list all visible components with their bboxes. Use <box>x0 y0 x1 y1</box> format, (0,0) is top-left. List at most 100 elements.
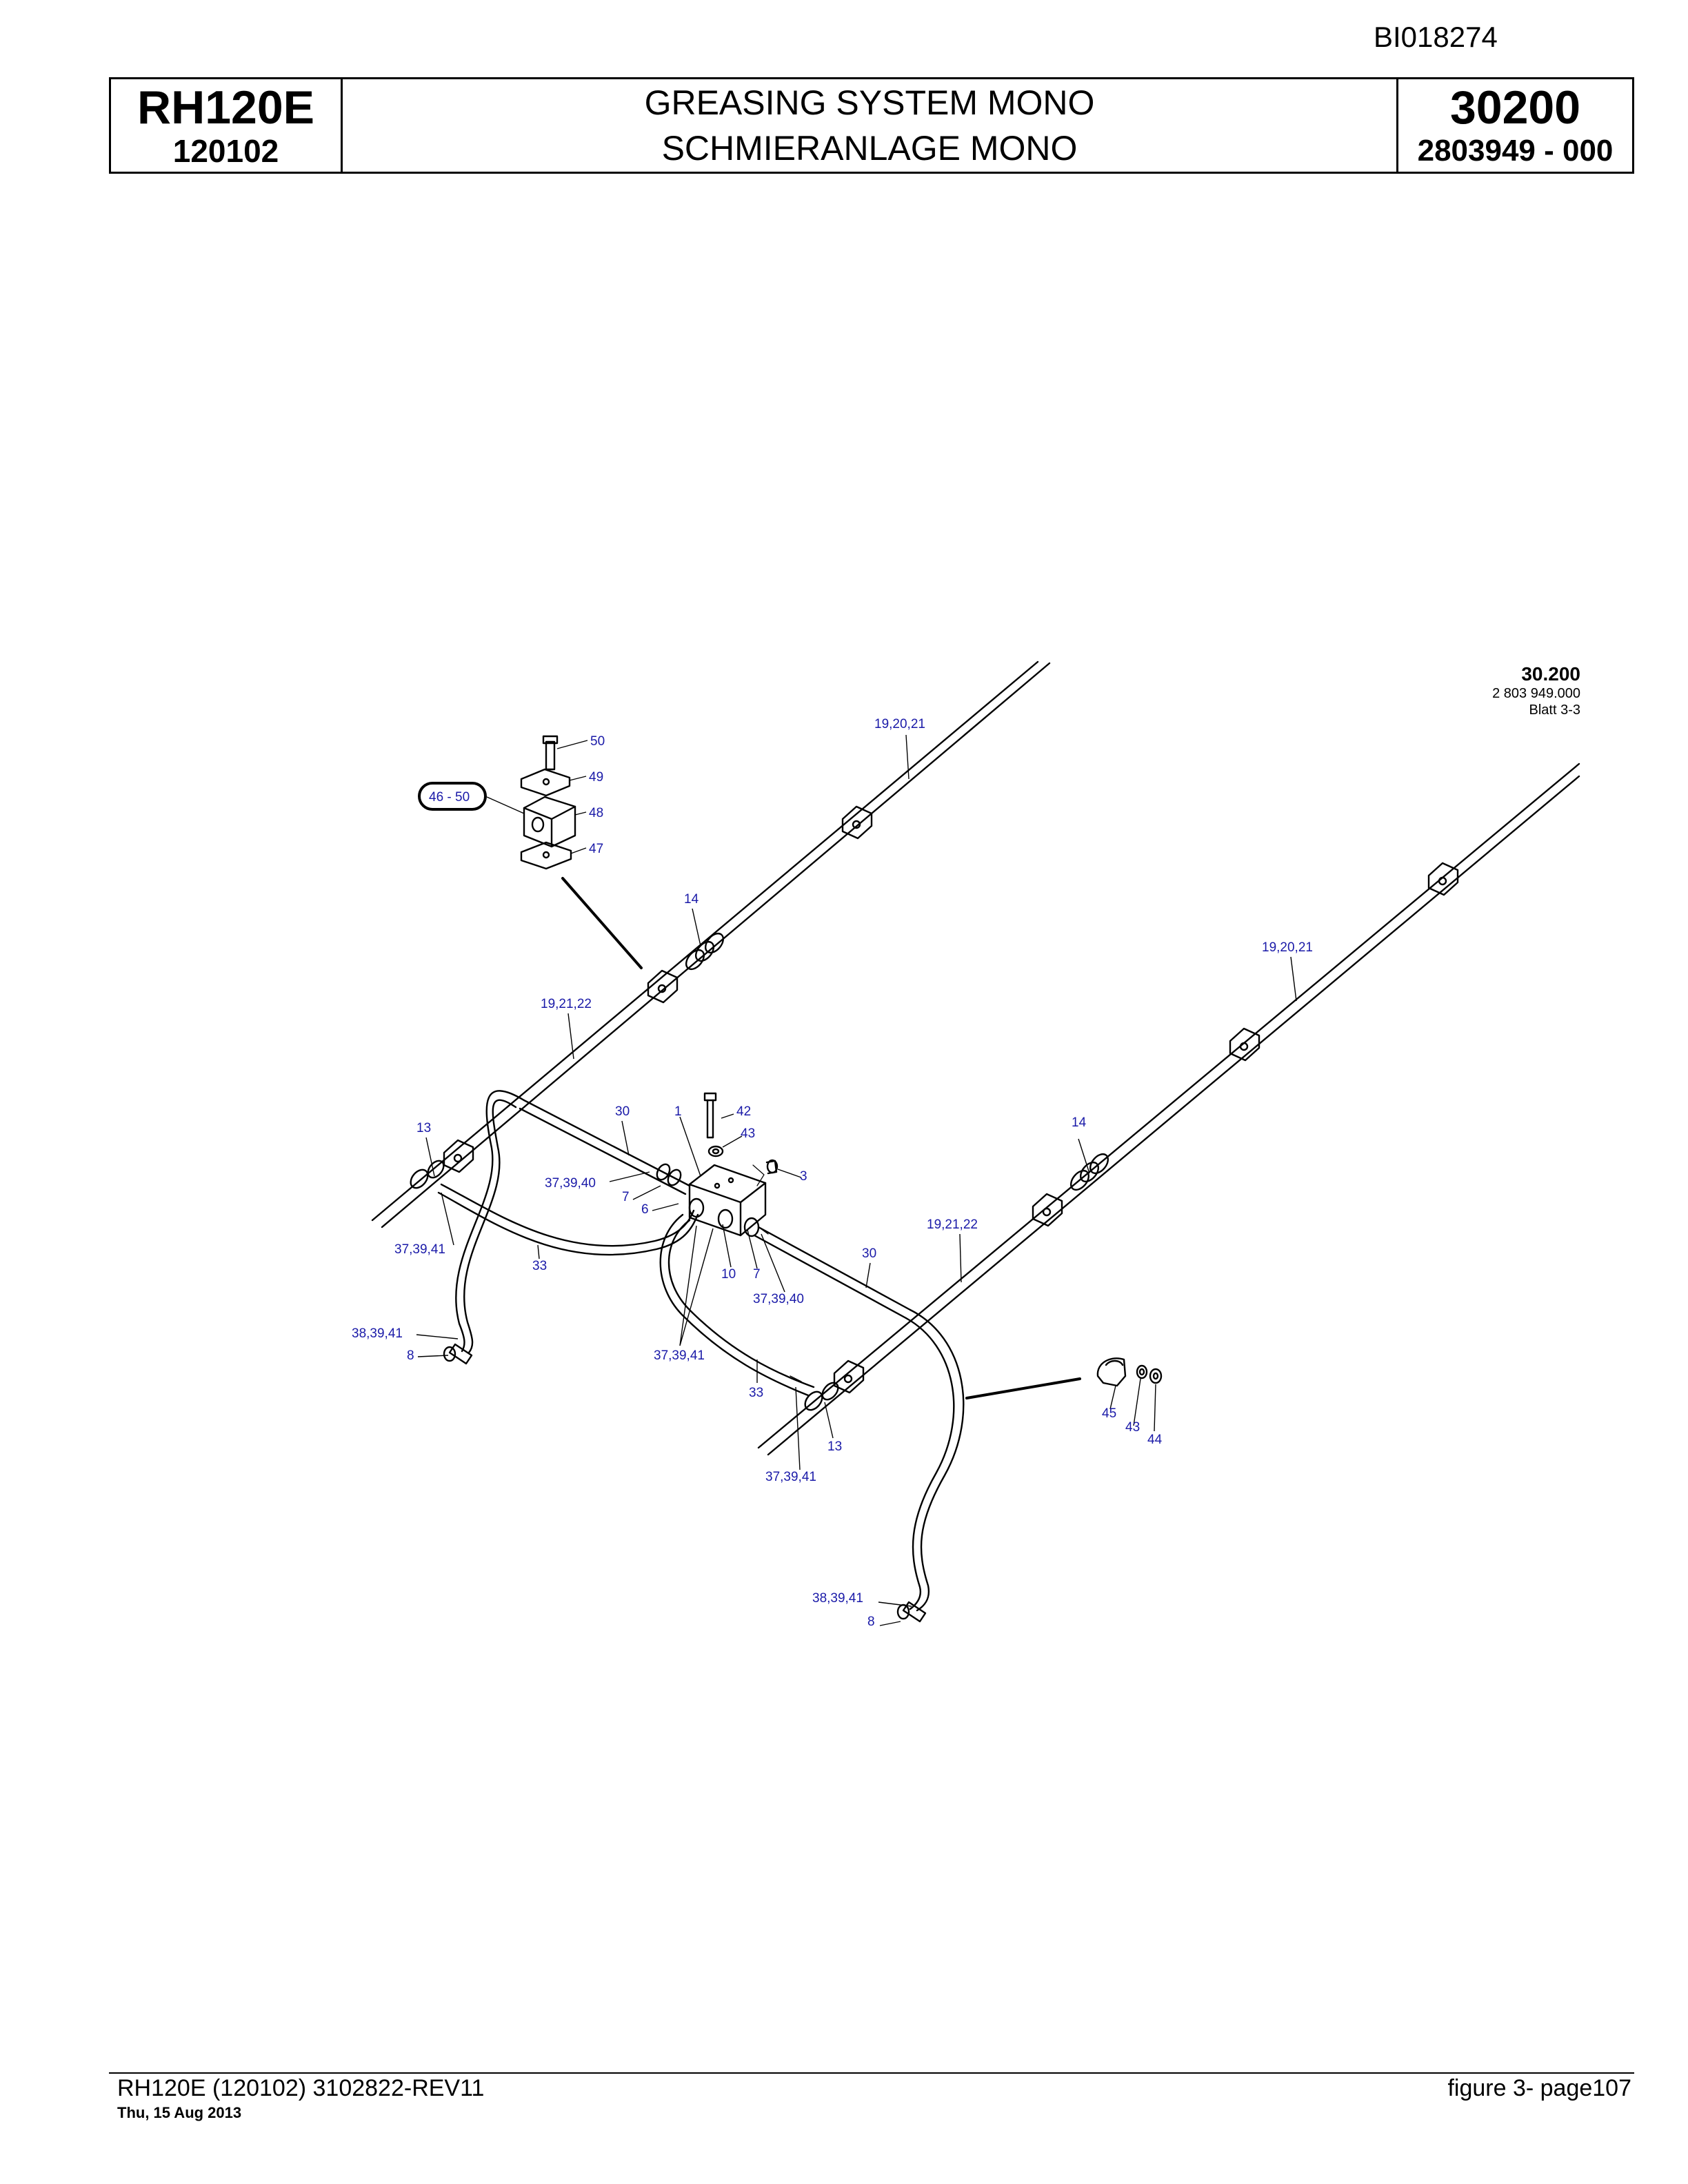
title-german: SCHMIERANLAGE MONO <box>661 129 1078 168</box>
grease-line-30-right-a <box>757 1226 912 1311</box>
hose-left-long-a <box>455 1090 525 1353</box>
pipe-clamp-right-3 <box>1032 1193 1063 1227</box>
footer-page-ref: figure 3- page107 <box>1447 2075 1631 2101</box>
footer-document-ref: RH120E (120102) 3102822-REV11 <box>117 2075 485 2101</box>
callout-46-50-oval <box>418 782 487 811</box>
callout-44: 44 <box>1147 1433 1163 1447</box>
callout-33-left: 33 <box>532 1259 547 1273</box>
exploded-view-leader <box>561 877 643 969</box>
coupling-left <box>685 932 725 971</box>
grease-line-30-left-a <box>523 1099 691 1187</box>
main-pipe-left-a <box>371 660 1039 1222</box>
hose-33-mid-b <box>659 1213 810 1397</box>
callout-8-bottom: 8 <box>867 1615 875 1629</box>
model-number: RH120E <box>137 81 315 134</box>
main-pipe-right-a <box>757 762 1580 1449</box>
bracket-leader <box>965 1377 1081 1399</box>
callout-6: 6 <box>641 1202 649 1217</box>
callout-30-right: 30 <box>862 1246 876 1261</box>
hose-left-long-b <box>463 1099 517 1354</box>
callout-leaders <box>416 734 1297 1626</box>
bolt-42 <box>703 1092 717 1139</box>
callout-19-21-22-right: 19,21,22 <box>927 1217 978 1232</box>
pipe-clamp-right-2 <box>1229 1027 1260 1062</box>
callout-3: 3 <box>800 1169 807 1184</box>
callout-42: 42 <box>736 1104 751 1119</box>
callout-33-mid: 33 <box>749 1386 763 1400</box>
callout-19-20-21-top: 19,20,21 <box>874 717 925 731</box>
callout-19-20-21-right: 19,20,21 <box>1262 940 1313 955</box>
callout-1: 1 <box>674 1104 682 1119</box>
grease-line-30-right-b <box>753 1234 907 1320</box>
callout-38-39-41-left: 38,39,41 <box>352 1326 403 1341</box>
coupling-right <box>1069 1153 1109 1191</box>
pipe-clamp-right-4 <box>833 1359 865 1394</box>
sheet-reference: 30.200 2 803 949.000 Blatt 3-3 <box>1492 663 1580 718</box>
callout-37-39-41-left: 37,39,41 <box>394 1242 445 1257</box>
hose-end-fitting-left <box>443 1343 473 1365</box>
callout-38-39-41-bottom: 38,39,41 <box>812 1591 863 1606</box>
callout-43-top: 43 <box>741 1126 755 1141</box>
clamp-top-plate-49 <box>520 768 571 797</box>
clamp-halves-48 <box>523 796 576 848</box>
document-id: BI018274 <box>1374 21 1498 53</box>
footer-date: Thu, 15 Aug 2013 <box>117 2104 242 2121</box>
callout-50: 50 <box>590 734 605 749</box>
pipe-clamp-right-1 <box>1427 862 1459 896</box>
main-pipe-right-b <box>767 775 1580 1456</box>
pipe-clamp-left-2 <box>647 969 679 1004</box>
callout-46-50: 46 - 50 <box>429 790 470 805</box>
callout-49: 49 <box>589 770 603 785</box>
washer-43-bottom <box>1136 1364 1148 1379</box>
clamp-base-plate-47 <box>520 841 572 870</box>
model-cell: RH120E 120102 <box>111 79 343 172</box>
hose-33-left-b <box>437 1191 699 1256</box>
nut-44 <box>1149 1368 1163 1384</box>
callout-13-right: 13 <box>827 1439 842 1454</box>
callout-8-left: 8 <box>407 1348 414 1363</box>
title-block: RH120E 120102 GREASING SYSTEM MONO SCHMI… <box>109 77 1634 174</box>
hose-right-long-a <box>909 1308 965 1612</box>
main-pipe-left-b <box>381 662 1051 1228</box>
sheet-ref-group: 30.200 <box>1521 663 1580 685</box>
fitting-right-end <box>804 1382 839 1411</box>
clamp-exploded-view <box>520 735 576 870</box>
grease-nipple-3 <box>765 1159 778 1175</box>
callout-19-21-22-left: 19,21,22 <box>541 997 592 1011</box>
pipe-clamp-left-1 <box>841 805 873 840</box>
fitting-left-end <box>410 1160 445 1189</box>
callout-48: 48 <box>589 806 603 820</box>
hose-right-long-b <box>905 1317 955 1610</box>
group-cell: 30200 2803949 - 000 <box>1396 79 1632 172</box>
washer-43-top <box>707 1145 724 1157</box>
callout-37-39-40-left: 37,39,40 <box>545 1176 596 1191</box>
callout-37-39-41-mid: 37,39,41 <box>654 1348 705 1363</box>
callout-37-39-40-right: 37,39,40 <box>753 1292 804 1306</box>
callout-14-right: 14 <box>1072 1115 1087 1130</box>
serial-number: 120102 <box>172 133 279 169</box>
sheet-ref-number: 2 803 949.000 <box>1492 686 1580 701</box>
sheet-ref-sheet: Blatt 3-3 <box>1529 702 1580 718</box>
distributor-fittings <box>656 1163 760 1237</box>
callout-14-left: 14 <box>684 892 699 907</box>
callout-37-39-41-bottom: 37,39,41 <box>765 1470 816 1484</box>
footer-divider <box>109 2072 1634 2074</box>
callout-43-bottom: 43 <box>1125 1420 1140 1435</box>
grease-line-30-left-b <box>519 1107 687 1195</box>
callout-7-right: 7 <box>753 1267 761 1282</box>
callout-30-left: 30 <box>615 1104 630 1119</box>
distributor-block <box>688 1164 769 1237</box>
title-english: GREASING SYSTEM MONO <box>644 83 1095 122</box>
group-number: 30200 <box>1449 81 1581 134</box>
part-number: 2803949 - 000 <box>1417 134 1614 168</box>
bracket-45 <box>1096 1357 1127 1387</box>
callout-10: 10 <box>721 1267 736 1282</box>
callout-7-left: 7 <box>622 1190 630 1204</box>
callout-labels: 50 49 48 47 46 - 50 19,20,21 14 19,21,22… <box>352 717 1313 1629</box>
title-cell: GREASING SYSTEM MONO SCHMIERANLAGE MONO <box>343 79 1396 172</box>
callout-45: 45 <box>1102 1406 1116 1421</box>
callout-13-left: 13 <box>416 1121 431 1135</box>
callout-47: 47 <box>589 842 603 856</box>
bolt-50 <box>545 740 556 771</box>
